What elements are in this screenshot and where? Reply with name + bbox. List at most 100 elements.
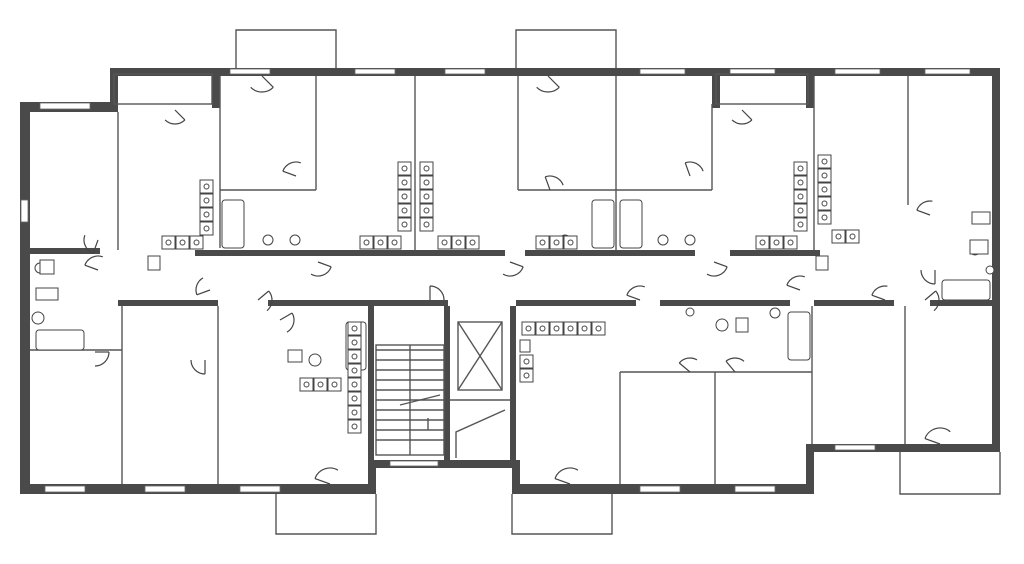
kitchen-burner	[821, 214, 828, 221]
kitchen-burner	[595, 325, 602, 332]
kitchen-burner	[165, 239, 172, 246]
kitchen-burner	[539, 325, 546, 332]
door-swing	[429, 285, 445, 301]
kitchen-burner	[351, 409, 358, 416]
kitchen-burner	[797, 207, 804, 214]
door-swing	[916, 200, 933, 211]
kitchen-burner	[351, 395, 358, 402]
balconies	[113, 29, 1001, 535]
door-leaf	[317, 261, 332, 268]
door-swing	[554, 467, 579, 479]
kitchen-burner	[203, 225, 210, 232]
door-leaf	[547, 75, 560, 88]
kitchen-burner	[553, 239, 560, 246]
doors	[83, 75, 951, 485]
door-swing	[536, 86, 560, 93]
door-leaf	[279, 312, 293, 321]
windows	[20, 68, 971, 493]
door-swing	[502, 266, 524, 277]
kitchen-burner	[351, 381, 358, 388]
kitchen-burner	[423, 179, 430, 186]
door-swing	[924, 427, 951, 439]
kitchen-burner	[759, 239, 766, 246]
door-swing	[685, 161, 704, 172]
door-swing	[933, 290, 940, 312]
kitchen-burner	[423, 193, 430, 200]
kitchen-units	[161, 154, 860, 434]
kitchen-burner	[821, 158, 828, 165]
kitchen-burner	[523, 358, 530, 365]
kitchen-burner	[363, 239, 370, 246]
kitchen-burner	[539, 239, 546, 246]
door-swing	[314, 467, 339, 479]
door-swing	[164, 119, 186, 125]
door-leaf	[626, 294, 641, 301]
door-leaf	[509, 261, 524, 268]
kitchen-burner	[821, 200, 828, 207]
kitchen-burner	[351, 367, 358, 374]
kitchen-burner	[401, 165, 408, 172]
door-swing	[195, 277, 204, 295]
kitchen-burner	[179, 239, 186, 246]
door-swing	[190, 359, 206, 375]
door-swing	[920, 269, 936, 285]
kitchen-burner	[797, 165, 804, 172]
kitchen-burner	[203, 211, 210, 218]
door-leaf	[684, 162, 691, 177]
door-leaf	[725, 360, 736, 373]
elevator-shaft	[455, 321, 506, 458]
door-leaf	[544, 176, 551, 191]
kitchen-burner	[835, 233, 842, 240]
door-leaf	[84, 264, 99, 271]
kitchen-burner	[351, 339, 358, 346]
door-leaf	[257, 290, 270, 301]
kitchen-burner	[423, 165, 430, 172]
kitchen-burner	[351, 325, 358, 332]
door-swing	[282, 161, 301, 172]
door-leaf	[196, 289, 211, 296]
kitchen-burner	[567, 239, 574, 246]
door-swing	[725, 357, 745, 362]
door-swing	[731, 119, 753, 125]
kitchen-burner	[401, 207, 408, 214]
kitchen-burner	[567, 325, 574, 332]
door-swing	[786, 275, 805, 286]
kitchen-burner	[797, 179, 804, 186]
door-leaf	[678, 362, 691, 373]
kitchen-burner	[787, 239, 794, 246]
kitchen-burner	[423, 207, 430, 214]
door-leaf	[261, 75, 274, 88]
kitchen-burner	[351, 353, 358, 360]
kitchen-burner	[401, 179, 408, 186]
kitchen-burner	[455, 239, 462, 246]
door-swing	[871, 285, 888, 296]
kitchen-burner	[303, 381, 310, 388]
kitchen-burner	[553, 325, 560, 332]
kitchen-burner	[193, 239, 200, 246]
interior-walls	[30, 76, 1000, 484]
kitchen-burner	[401, 193, 408, 200]
door-leaf	[174, 109, 186, 121]
door-swing	[286, 312, 295, 333]
kitchen-burner	[849, 233, 856, 240]
staircase	[375, 344, 445, 456]
kitchen-burner	[581, 325, 588, 332]
kitchen-burner	[469, 239, 476, 246]
kitchen-burner	[821, 186, 828, 193]
kitchen-burner	[317, 381, 324, 388]
door-swing	[545, 175, 564, 186]
door-leaf	[924, 437, 941, 445]
kitchen-burner	[821, 172, 828, 179]
kitchen-burner	[351, 423, 358, 430]
door-swing	[626, 285, 645, 296]
kitchen-burner	[525, 325, 532, 332]
door-swing	[94, 351, 110, 367]
kitchen-burner	[797, 193, 804, 200]
kitchen-burner	[203, 197, 210, 204]
door-swing	[678, 357, 698, 364]
kitchen-burner	[423, 221, 430, 228]
door-leaf	[554, 477, 571, 485]
door-leaf	[282, 170, 297, 177]
kitchen-burner	[331, 381, 338, 388]
